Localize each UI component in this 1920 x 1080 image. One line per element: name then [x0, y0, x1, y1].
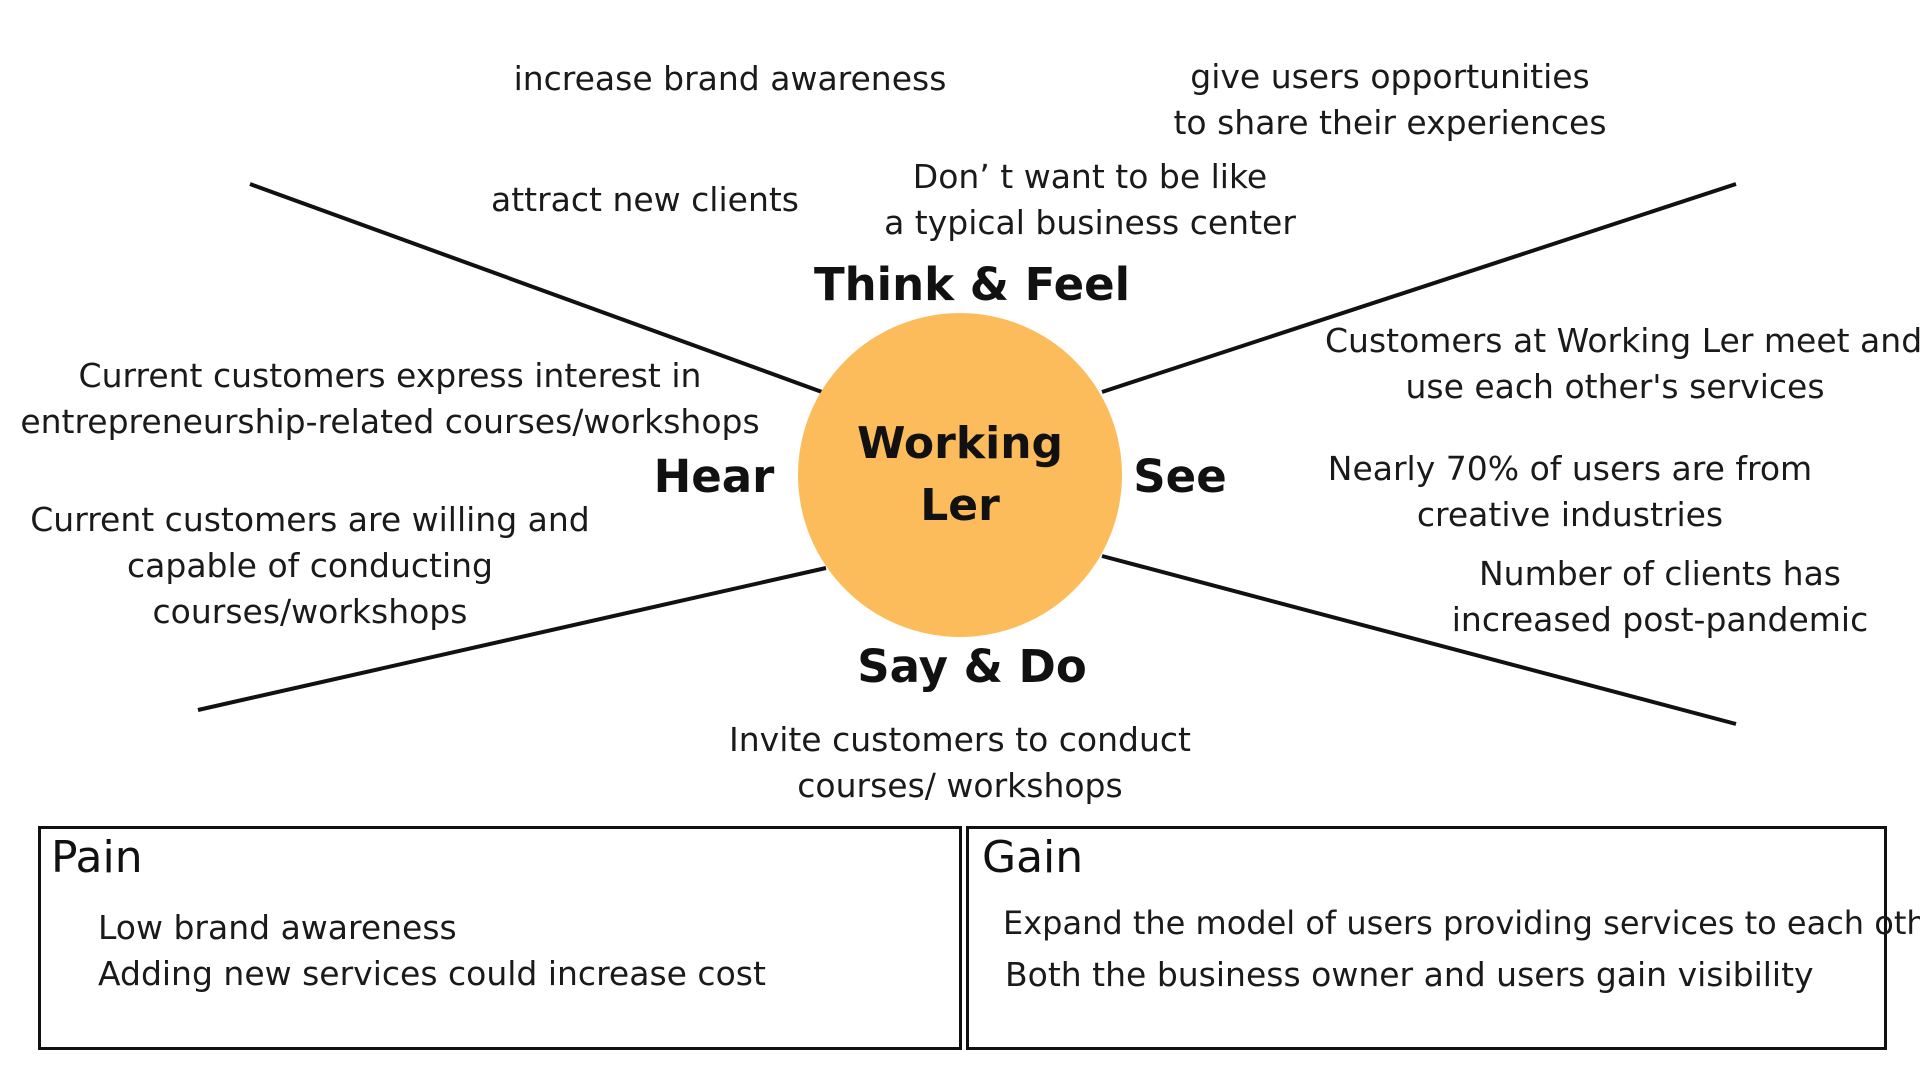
divider-line-bottom-right [1101, 554, 1737, 726]
pain-title: Pain [51, 832, 143, 883]
pain-item-cost: Adding new services could increase cost [98, 954, 766, 993]
pain-box: Pain Low brand awareness Adding new serv… [38, 826, 962, 1050]
hear-note-interest-courses: Current customers express interest in en… [20, 356, 760, 441]
center-label-line1: Working [856, 418, 1064, 469]
think-feel-note-share-experiences: give users opportunities to share their … [1173, 57, 1607, 142]
label-think-feel: Think & Feel [813, 258, 1131, 311]
divider-line-top-left [249, 182, 823, 394]
center-circle [798, 313, 1122, 637]
think-feel-note-brand-awareness: increase brand awareness [513, 59, 947, 98]
see-note-meet-services: Customers at Working Ler meet and use ea… [1325, 321, 1920, 406]
label-hear: Hear [653, 450, 775, 503]
see-note-clients-increased: Number of clients has increased post-pan… [1451, 554, 1869, 639]
say-do-note-invite-customers: Invite customers to conduct courses/ wor… [729, 720, 1191, 805]
divider-line-bottom-left [197, 566, 827, 712]
label-say-do: Say & Do [857, 640, 1087, 693]
label-see: See [1133, 450, 1227, 503]
gain-title: Gain [982, 832, 1084, 883]
hear-note-willing-conduct: Current customers are willing and capabl… [30, 500, 590, 631]
gain-item-expand-model: Expand the model of users providing serv… [1003, 904, 1920, 942]
divider-line-top-right [1101, 182, 1737, 394]
center-label-line2: Ler [920, 480, 1000, 531]
gain-item-visibility: Both the business owner and users gain v… [1005, 955, 1814, 994]
center-label: Working Ler [800, 413, 1120, 537]
think-feel-note-not-typical: Don’ t want to be like a typical busines… [884, 157, 1296, 242]
see-note-creative-industries: Nearly 70% of users are from creative in… [1327, 449, 1813, 534]
gain-box: Gain Expand the model of users providing… [966, 826, 1920, 1050]
think-feel-note-attract-clients: attract new clients [491, 180, 799, 219]
pain-item-brand-awareness: Low brand awareness [98, 908, 457, 947]
